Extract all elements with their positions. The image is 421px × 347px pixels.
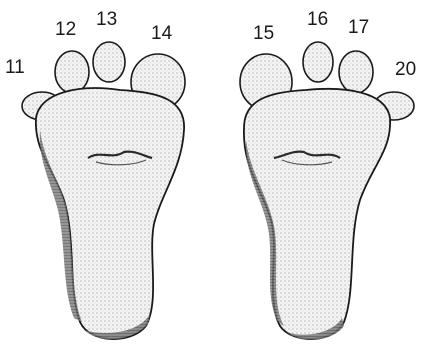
toe-label-12: 12 (55, 20, 76, 39)
toe-label-20: 20 (395, 60, 416, 79)
right-footprint (240, 42, 414, 340)
right-toe-17 (339, 51, 373, 93)
left-sole (36, 88, 184, 339)
right-toe-16 (303, 42, 333, 82)
left-footprint (22, 42, 185, 339)
toe-label-17: 17 (348, 18, 369, 37)
toe-label-13: 13 (96, 10, 117, 29)
toe-label-15: 15 (253, 24, 274, 43)
toe-label-16: 16 (307, 10, 328, 29)
toe-label-11: 11 (5, 58, 25, 77)
toe-label-14: 14 (151, 24, 172, 43)
left-toe-12 (55, 51, 89, 93)
left-toe-13 (93, 42, 125, 82)
